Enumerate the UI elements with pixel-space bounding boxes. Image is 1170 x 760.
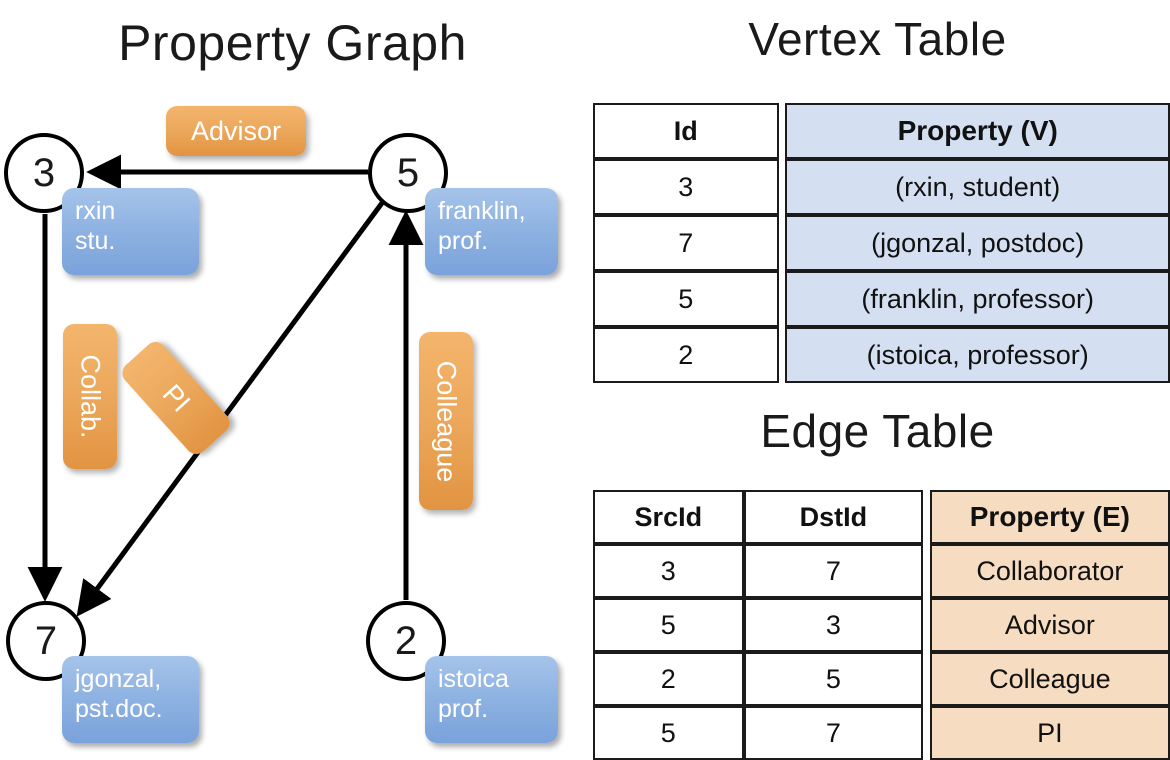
table-row[interactable]: 5 (franklin, professor)	[593, 271, 1170, 327]
edge-table-header-row: SrcId DstId Property (E)	[593, 490, 1170, 544]
vertex-table-header-property: Property (V)	[785, 103, 1170, 159]
edge-cell-property: Colleague	[929, 652, 1170, 706]
edge-cell-srcid: 2	[593, 652, 744, 706]
vertex-cell-id: 2	[593, 327, 779, 383]
page-title-vertex-table: Vertex Table	[748, 13, 1007, 65]
edge-cell-dstid: 7	[743, 544, 924, 598]
edge-cell-dstid: 5	[743, 652, 924, 706]
vertex-cell-id: 3	[593, 159, 779, 215]
edge-label-text: Collab.	[75, 354, 106, 439]
vertex-cell-id: 7	[593, 215, 779, 271]
vertex-table-header-row: Id Property (V)	[593, 103, 1170, 159]
page-title-edge-table: Edge Table	[760, 405, 995, 457]
edge-table-header-property: Property (E)	[929, 490, 1170, 544]
node-label: 5	[396, 150, 420, 195]
edge-table-header-srcid: SrcId	[593, 490, 744, 544]
table-row[interactable]: 2 5 Colleague	[593, 652, 1170, 706]
prop-line: franklin,	[438, 197, 526, 225]
graph-node-5[interactable]: 5	[368, 133, 448, 213]
property-graph-diagram: 3 5 7 2 rxin stu. franklin, prof. jgonza…	[4, 106, 558, 743]
column-gap	[779, 159, 786, 215]
vertex-table: Id Property (V) 3 (rxin, student) 7 (jgo…	[593, 103, 1170, 383]
prop-line: istoica	[438, 665, 509, 693]
prop-line: prof.	[438, 226, 489, 255]
column-gap	[779, 215, 786, 271]
column-gap	[779, 327, 786, 383]
column-gap	[923, 598, 930, 652]
prop-line: rxin	[75, 197, 116, 225]
prop-line: pst.doc.	[75, 694, 163, 723]
vertex-cell-property: (jgonzal, postdoc)	[785, 215, 1170, 271]
prop-line: prof.	[438, 694, 489, 723]
edge-label-advisor[interactable]: Advisor	[166, 106, 306, 156]
edge-cell-property: Collaborator	[929, 544, 1170, 598]
page-title-property-graph: Property Graph	[118, 15, 467, 71]
node-label: 2	[394, 618, 418, 663]
prop-line: stu.	[75, 226, 116, 255]
table-row[interactable]: 3 7 Collaborator	[593, 544, 1170, 598]
prop-line: jgonzal,	[75, 665, 162, 693]
table-row[interactable]: 5 7 PI	[593, 706, 1170, 760]
table-row[interactable]: 3 (rxin, student)	[593, 159, 1170, 215]
table-row[interactable]: 2 (istoica, professor)	[593, 327, 1170, 383]
edge-cell-property: Advisor	[929, 598, 1170, 652]
graph-node-2[interactable]: 2	[366, 601, 446, 681]
edge-label-colleague[interactable]: Colleague	[419, 332, 473, 510]
column-gap	[779, 103, 786, 159]
edge-cell-dstid: 7	[743, 706, 924, 760]
vertex-cell-property: (istoica, professor)	[785, 327, 1170, 383]
node-label: 7	[34, 618, 58, 663]
edge-label-text: PI	[156, 378, 197, 418]
node-property-box-5[interactable]: franklin, prof.	[425, 188, 558, 275]
edge-5-to-7	[76, 201, 385, 617]
column-gap	[923, 652, 930, 706]
vertex-cell-property: (franklin, professor)	[785, 271, 1170, 327]
vertex-table-header-id: Id	[593, 103, 779, 159]
edge-table: SrcId DstId Property (E) 3 7 Collaborato…	[593, 490, 1170, 760]
edge-cell-srcid: 5	[593, 598, 744, 652]
edge-label-collab[interactable]: Collab.	[63, 324, 117, 469]
node-property-box-3[interactable]: rxin stu.	[62, 188, 199, 275]
graph-edges-layer	[27, 154, 424, 617]
edge-cell-srcid: 3	[593, 544, 744, 598]
edge-table-header-dstid: DstId	[743, 490, 924, 544]
vertex-cell-property: (rxin, student)	[785, 159, 1170, 215]
edge-cell-property: PI	[929, 706, 1170, 760]
table-row[interactable]: 7 (jgonzal, postdoc)	[593, 215, 1170, 271]
node-label: 3	[32, 150, 56, 195]
node-property-box-2[interactable]: istoica prof.	[425, 656, 558, 743]
column-gap	[923, 706, 930, 760]
edge-cell-dstid: 3	[743, 598, 924, 652]
edge-label-text: Colleague	[431, 360, 462, 482]
column-gap	[923, 490, 930, 544]
node-property-box-7[interactable]: jgonzal, pst.doc.	[62, 656, 199, 743]
column-gap	[779, 271, 786, 327]
edge-label-text: Advisor	[190, 115, 282, 146]
vertex-cell-id: 5	[593, 271, 779, 327]
edge-cell-srcid: 5	[593, 706, 744, 760]
table-row[interactable]: 5 3 Advisor	[593, 598, 1170, 652]
column-gap	[923, 544, 930, 598]
